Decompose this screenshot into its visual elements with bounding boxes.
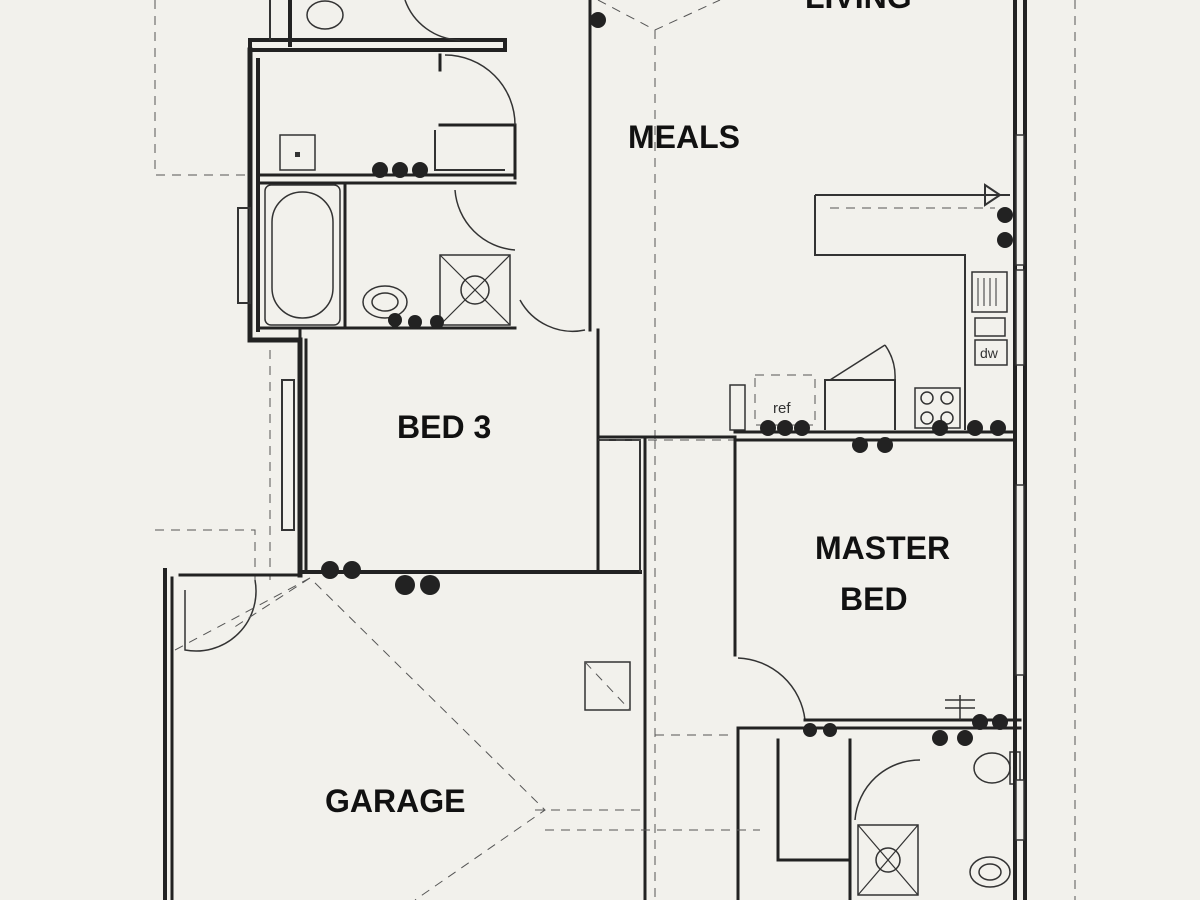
shrubs bbox=[321, 12, 1013, 746]
room-label-meals: MEALS bbox=[628, 119, 740, 155]
right-exterior-wall bbox=[1013, 0, 1027, 900]
dishwasher-label: dw bbox=[980, 345, 999, 361]
eave-lines bbox=[154, 0, 1076, 900]
bed3-walls bbox=[281, 0, 642, 577]
garage-walls bbox=[163, 568, 760, 900]
master-bed-walls bbox=[643, 438, 1022, 900]
fridge-label: ref bbox=[773, 400, 791, 417]
room-label-master: MASTER bbox=[815, 530, 950, 566]
room-label-master-bed: BED bbox=[840, 581, 908, 617]
wc-area bbox=[248, 0, 507, 52]
bathroom-block bbox=[237, 47, 586, 578]
room-label-garage: GARAGE bbox=[325, 783, 465, 819]
kitchen-area bbox=[596, 0, 1017, 442]
room-label-living: LIVING bbox=[805, 0, 912, 15]
room-label-bed3: BED 3 bbox=[397, 409, 491, 445]
